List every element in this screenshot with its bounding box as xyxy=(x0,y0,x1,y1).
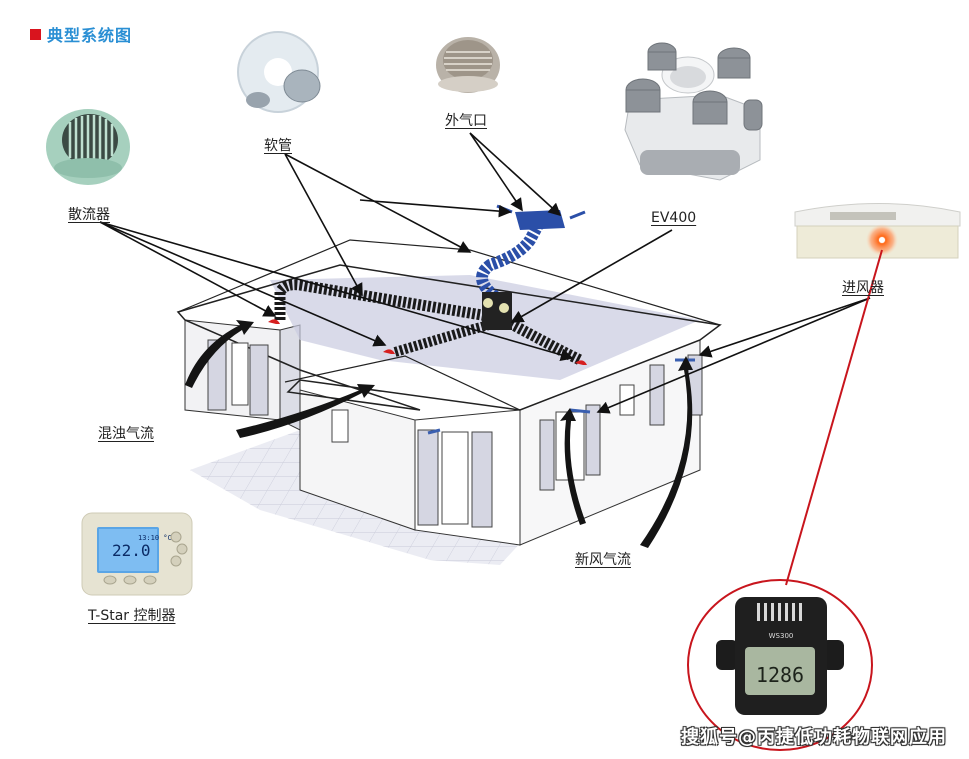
air-inlet-icon xyxy=(794,203,961,259)
outer-vent-icon xyxy=(436,37,500,93)
flex-duct-icon xyxy=(237,31,321,113)
svg-text:1286: 1286 xyxy=(756,663,804,687)
label-outer-vent: 外气口 xyxy=(445,113,487,129)
label-controller: T-Star 控制器 xyxy=(88,608,176,624)
title-marker-icon xyxy=(30,28,41,40)
leader-lines xyxy=(99,132,871,414)
ev400-unit-icon xyxy=(624,42,763,181)
controller-temperature: 22.0 xyxy=(112,541,151,560)
svg-text:WS300: WS300 xyxy=(769,632,794,640)
highlight-connector xyxy=(785,249,883,586)
house-illustration xyxy=(176,204,722,565)
diagram-title: 典型系统图 xyxy=(30,22,132,46)
label-air-inlet: 进风器 xyxy=(842,280,884,296)
svg-text:13:10 °C: 13:10 °C xyxy=(138,534,172,542)
label-fresh-air-flow: 新风气流 xyxy=(575,552,631,568)
label-diffuser: 散流器 xyxy=(68,207,110,223)
label-dirty-air-flow: 混浊气流 xyxy=(98,426,154,442)
ws300-sensor-icon: WS300 1286 xyxy=(716,597,844,715)
label-ev400: EV400 xyxy=(651,210,697,226)
diffuser-icon xyxy=(46,109,130,185)
highlight-ring xyxy=(687,579,873,751)
t-star-controller-icon: 22.0 13:10 °C xyxy=(81,512,193,596)
title-text: 典型系统图 xyxy=(47,26,133,45)
dirty-air-flow-arrows xyxy=(185,320,375,438)
label-flex-duct: 软管 xyxy=(264,138,292,154)
watermark: 搜狐号@丙捷低功耗物联网应用 xyxy=(681,727,947,748)
